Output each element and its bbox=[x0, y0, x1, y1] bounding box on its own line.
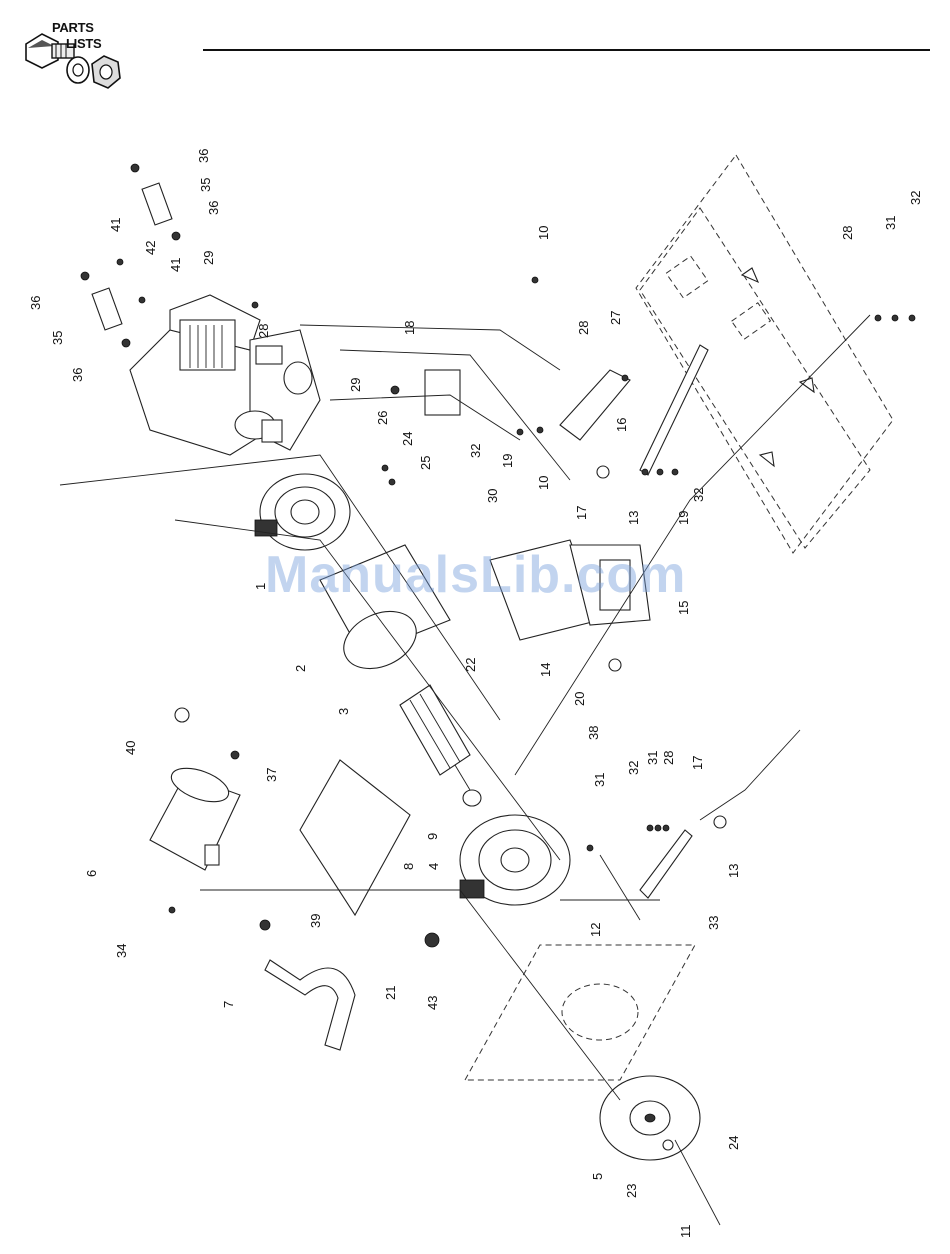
callout-29a: 29 bbox=[201, 251, 216, 265]
callout-32c: 32 bbox=[691, 488, 706, 502]
bearing bbox=[463, 790, 481, 806]
callout-17b: 17 bbox=[690, 756, 705, 770]
callout-9: 9 bbox=[425, 833, 440, 840]
callout-4: 4 bbox=[426, 863, 441, 870]
muffler bbox=[150, 762, 240, 870]
callout-32d: 32 bbox=[626, 761, 641, 775]
callout-24b: 24 bbox=[726, 1136, 741, 1150]
callout-21: 21 bbox=[383, 986, 398, 1000]
rail-front bbox=[640, 830, 692, 898]
callout-35a: 35 bbox=[198, 178, 213, 192]
callout-20: 20 bbox=[572, 692, 587, 706]
rail-rear bbox=[640, 345, 708, 475]
fan-cover-plate bbox=[465, 945, 695, 1080]
callout-35b: 35 bbox=[50, 331, 65, 345]
callout-2: 2 bbox=[293, 665, 308, 672]
callout-8: 8 bbox=[401, 863, 416, 870]
rotor bbox=[400, 685, 470, 790]
callout-28b: 28 bbox=[576, 321, 591, 335]
callout-13b: 13 bbox=[726, 864, 741, 878]
callout-32b: 32 bbox=[468, 444, 483, 458]
callout-31b: 31 bbox=[645, 751, 660, 765]
callout-18: 18 bbox=[402, 321, 417, 335]
callout-42: 42 bbox=[143, 241, 158, 255]
callout-40: 40 bbox=[123, 741, 138, 755]
callout-31c: 31 bbox=[592, 773, 607, 787]
callout-labels: 1 2 3 4 5 6 7 8 9 10 10 11 12 13 13 14 1… bbox=[28, 149, 923, 1238]
callout-36c: 36 bbox=[28, 296, 43, 310]
callout-7: 7 bbox=[221, 1001, 236, 1008]
watermark: ManualsLib.com bbox=[265, 545, 686, 605]
callout-14: 14 bbox=[538, 663, 553, 677]
callout-34: 34 bbox=[114, 944, 129, 958]
callout-41b: 41 bbox=[168, 258, 183, 272]
callout-19a: 19 bbox=[500, 454, 515, 468]
callout-36a: 36 bbox=[196, 149, 211, 163]
fan-cover-opening bbox=[562, 984, 638, 1040]
callout-6: 6 bbox=[84, 870, 99, 877]
callout-27: 27 bbox=[608, 311, 623, 325]
callout-3: 3 bbox=[336, 708, 351, 715]
callout-16: 16 bbox=[614, 418, 629, 432]
exhaust-tube bbox=[265, 960, 355, 1050]
callout-30: 30 bbox=[485, 489, 500, 503]
callout-28a: 28 bbox=[256, 324, 271, 338]
callout-31a: 31 bbox=[883, 216, 898, 230]
callout-19b: 19 bbox=[676, 511, 691, 525]
callout-41a: 41 bbox=[108, 218, 123, 232]
callout-23: 23 bbox=[624, 1184, 639, 1198]
engine bbox=[130, 295, 320, 455]
callout-25: 25 bbox=[418, 456, 433, 470]
callout-11: 11 bbox=[678, 1225, 693, 1239]
callout-28c: 28 bbox=[840, 226, 855, 240]
callout-17a: 17 bbox=[574, 506, 589, 520]
callout-43: 43 bbox=[425, 996, 440, 1010]
callout-33: 33 bbox=[706, 916, 721, 930]
callout-22: 22 bbox=[463, 658, 478, 672]
callout-24a: 24 bbox=[400, 432, 415, 446]
callout-38: 38 bbox=[586, 726, 601, 740]
callout-36d: 36 bbox=[70, 368, 85, 382]
front-bearing-carrier bbox=[460, 815, 570, 905]
callout-10b: 10 bbox=[536, 476, 551, 490]
rectifier bbox=[425, 370, 460, 415]
callout-28d: 28 bbox=[661, 751, 676, 765]
callout-29b: 29 bbox=[348, 378, 363, 392]
fan bbox=[600, 1076, 700, 1160]
callout-37: 37 bbox=[264, 768, 279, 782]
callout-5: 5 bbox=[590, 1173, 605, 1180]
callout-12: 12 bbox=[588, 923, 603, 937]
base-frame bbox=[636, 155, 893, 553]
callout-39: 39 bbox=[308, 914, 323, 928]
callout-26: 26 bbox=[375, 411, 390, 425]
callout-36b: 36 bbox=[206, 201, 221, 215]
side-cover bbox=[300, 760, 410, 915]
callout-10a: 10 bbox=[536, 226, 551, 240]
rear-bearing-carrier bbox=[255, 474, 350, 550]
callout-13a: 13 bbox=[626, 511, 641, 525]
callout-32a: 32 bbox=[908, 191, 923, 205]
